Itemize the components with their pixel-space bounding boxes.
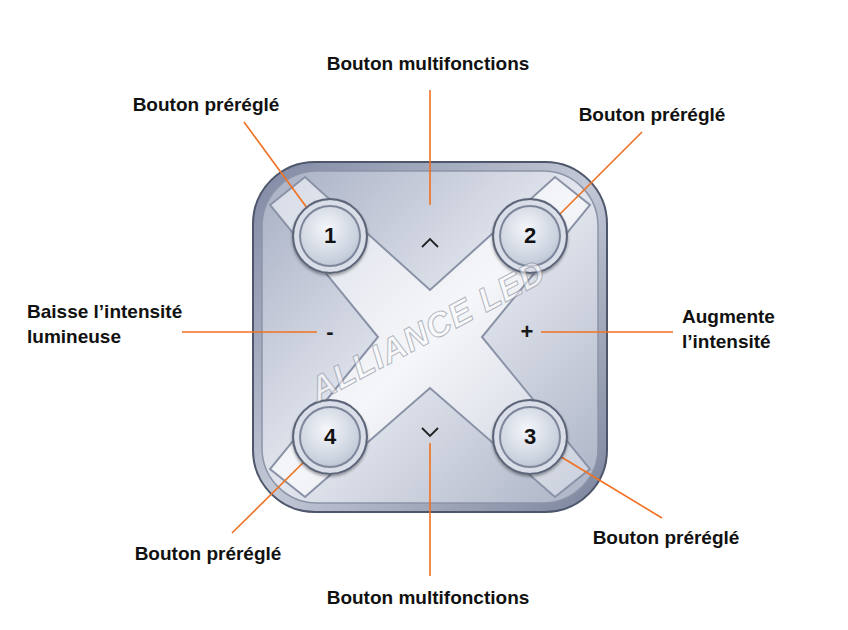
minus-symbol: -: [326, 320, 333, 344]
callout-label: Bouton multifonctions: [327, 585, 530, 610]
preset-button: 1: [292, 198, 368, 274]
callout-label: Bouton multifonctions: [327, 51, 530, 76]
plus-symbol: +: [521, 320, 534, 344]
callout-label: Augmente l’intensité: [682, 304, 812, 354]
leader-lines: [182, 90, 673, 576]
button-number: 4: [324, 424, 336, 450]
button-number: 1: [324, 223, 336, 249]
down-chevron: [422, 428, 438, 436]
callout-label: Bouton préréglé: [593, 525, 740, 550]
callout-label: Bouton préréglé: [133, 92, 280, 117]
button-number: 2: [524, 223, 536, 249]
callout-label: Baisse l’intensité lumineuse: [27, 299, 227, 349]
callout-label: Bouton préréglé: [579, 102, 726, 127]
button-number: 3: [524, 424, 536, 450]
preset-button: 3: [492, 399, 568, 475]
preset-button: 4: [292, 399, 368, 475]
watermark: ALLIANCE LED: [303, 251, 552, 408]
callout-label: Bouton préréglé: [135, 541, 282, 566]
up-chevron: [422, 239, 438, 247]
